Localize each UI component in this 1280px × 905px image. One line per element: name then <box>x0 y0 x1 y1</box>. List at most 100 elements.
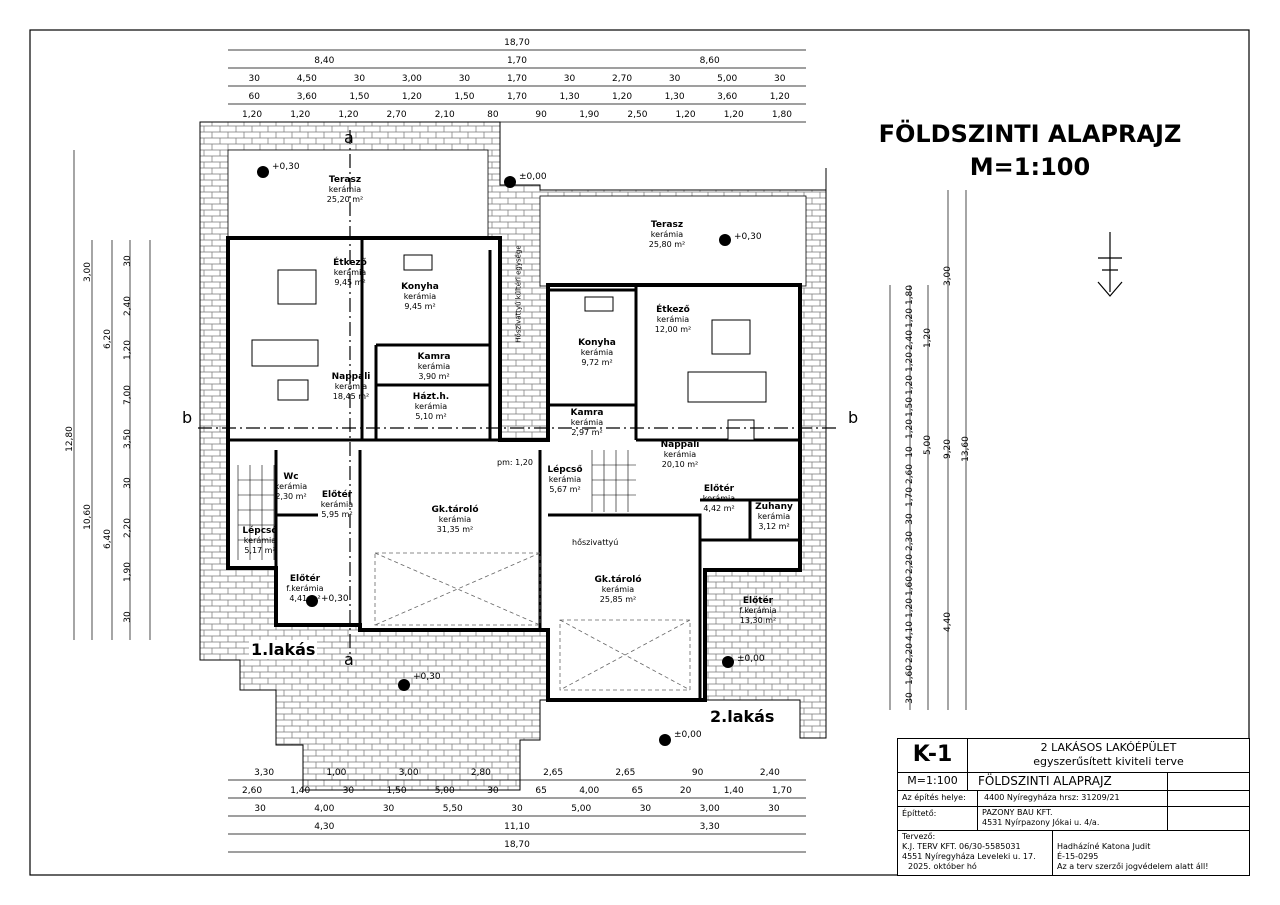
room-floor: kerámia <box>328 185 362 194</box>
room-name: Étkező <box>656 305 690 315</box>
drawing-date: 2025. október hó <box>908 862 977 871</box>
room-floor: kerámia <box>580 348 614 357</box>
dimension-label: 65 <box>535 786 547 796</box>
dimension-label: 2,10 <box>434 110 455 120</box>
level-label: ±0,00 <box>737 654 765 664</box>
dimension-label: 1,50 <box>386 786 407 796</box>
room-name: Nappali <box>331 372 371 382</box>
title-block: K-1 2 LAKÁSOS LAKÓÉPÜLET egyszerűsített … <box>897 738 1250 876</box>
dimension-label: 11,10 <box>504 822 530 832</box>
designer-address: 4551 Nyíregyháza Leveleki u. 17. <box>902 852 1036 861</box>
dimension-label: 5,50 <box>442 804 463 814</box>
room-name: Konyha <box>401 282 439 292</box>
dimension-label: 1,50 <box>454 92 475 102</box>
room-floor: kerámia <box>414 402 448 411</box>
dimension-label: 9,20 <box>943 438 953 460</box>
room-floor: kerámia <box>570 418 604 427</box>
dimension-label: 18,70 <box>504 840 530 850</box>
dimension-label: 1,70 <box>771 786 792 796</box>
dimension-label: 1,40 <box>290 786 311 796</box>
room-floor: kerámia <box>243 536 277 545</box>
builder-blank <box>1168 807 1249 831</box>
unit-1-label: 1.lakás <box>249 640 318 659</box>
section-marker: b <box>848 408 859 427</box>
dimension-label: 1,90 <box>123 562 133 583</box>
room-area: 9,45 m² <box>334 278 366 287</box>
room-area: 2,97 m² <box>571 428 603 437</box>
dimension-label: 13,60 <box>961 436 971 462</box>
dimension-label: 2,65 <box>543 768 564 778</box>
room-area: 4,42 m² <box>703 504 735 513</box>
dimension-label: 3,30 <box>254 768 275 778</box>
north-arrow-icon <box>1097 232 1123 297</box>
dimension-label: 6,40 <box>103 528 113 550</box>
section-lines <box>198 130 840 660</box>
builder-info: PAZONY BAU KFT. 4531 Nyírpazony Jókai u.… <box>978 807 1168 831</box>
building <box>226 236 802 702</box>
dimension-label: 7,00 <box>123 384 133 405</box>
room-floor: kerámia <box>548 475 582 484</box>
dimension-label: 3,30 <box>699 822 720 832</box>
dimension-label: 2,60 <box>242 786 263 796</box>
room-name: Házt.h. <box>412 392 450 402</box>
dimension-label: 90 <box>691 768 704 778</box>
site-value: 4400 Nyíregyháza hrsz: 31209/21 <box>978 791 1168 807</box>
dimension-label: 30 <box>123 611 133 623</box>
room-area: 3,12 m² <box>758 522 790 531</box>
level-label: ±0,00 <box>519 172 547 182</box>
room-floor: kerámia <box>403 292 437 301</box>
room-name: Étkező <box>333 258 367 268</box>
room-area: 9,45 m² <box>404 302 436 311</box>
drawing-scale: M=1:100 <box>969 153 1091 181</box>
room-area: 5,67 m² <box>549 485 581 494</box>
dimension-label: 10,60 <box>83 503 93 530</box>
dimension-label: 1,00 <box>326 768 347 778</box>
level-label: +0,30 <box>413 672 441 682</box>
drawing-title: FÖLDSZINTI ALAPRAJZ <box>878 120 1182 148</box>
room-area: 25,20 m² <box>326 195 364 204</box>
room-name: Zuhany <box>755 502 793 512</box>
heat-pump-outdoor-label: Hőszivattyú kültéri egysége <box>514 245 523 343</box>
title-drawing-name: FÖLDSZINTI ALAPRAJZ <box>968 773 1168 791</box>
unit-2-label: 2.lakás <box>708 707 777 726</box>
dimension-label: 3,00 <box>699 804 720 814</box>
dimension-label: 2,65 <box>615 768 636 778</box>
room-floor: kerámia <box>601 585 635 594</box>
room-name: Kamra <box>570 408 604 418</box>
engineer-id: É-15-0295 <box>1057 852 1099 861</box>
dimension-lines <box>73 49 967 853</box>
dimension-label: 5,00 <box>571 804 592 814</box>
engineer-name: Hadházíné Katona Judit <box>1057 842 1151 851</box>
room-name: Kamra <box>417 352 451 362</box>
dimension-label: 4,30 <box>314 822 335 832</box>
project-line-1: 2 LAKÁSOS LAKÓÉPÜLET <box>1040 741 1177 754</box>
dimension-label: 2,20 <box>123 517 133 538</box>
dimension-label: 1,20 <box>401 92 422 102</box>
engineer-info: Hadházíné Katona Judit É-15-0295 Az a te… <box>1053 831 1249 875</box>
section-marker: b <box>182 408 193 427</box>
room-floor: kerámia <box>333 268 367 277</box>
room-floor: kerámia <box>757 512 791 521</box>
room-area: 5,95 m² <box>321 510 353 519</box>
dimension-label: 4,00 <box>314 804 335 814</box>
site-blank <box>1168 791 1249 807</box>
builder-name: PAZONY BAU KFT. <box>982 808 1053 817</box>
room-floor: kerámia <box>320 500 354 509</box>
dimension-label: 4,40 <box>943 612 953 633</box>
dimension-label: 1,20 <box>290 110 311 120</box>
dimension-label: 30 <box>353 74 366 84</box>
dimension-label: 3,60 <box>717 92 738 102</box>
title-scale: M=1:100 <box>898 773 968 791</box>
dimension-label: 3,00 <box>401 74 422 84</box>
